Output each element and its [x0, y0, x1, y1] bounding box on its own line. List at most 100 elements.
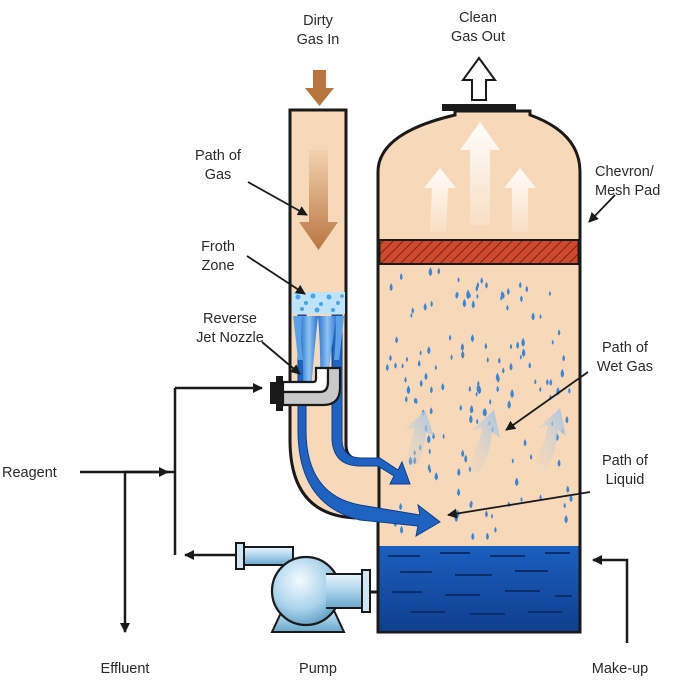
- droplet: [563, 502, 566, 509]
- droplet: [539, 494, 542, 500]
- droplet: [441, 382, 445, 391]
- droplet: [471, 300, 475, 309]
- droplet: [448, 334, 452, 341]
- path-of-liquid-label: Path of: [602, 453, 649, 469]
- droplet: [510, 389, 514, 399]
- droplet: [394, 362, 397, 369]
- droplet: [514, 477, 519, 487]
- droplet: [427, 346, 431, 355]
- path-of-wet-gas-label: Path of: [602, 340, 649, 356]
- droplet: [429, 386, 433, 394]
- droplet: [469, 414, 473, 424]
- down-arrow-icon: [305, 70, 334, 106]
- droplet: [424, 372, 428, 381]
- callout-leaders: [246, 181, 616, 519]
- droplet: [434, 364, 437, 371]
- path-of-wet-gas-label: Wet Gas: [597, 359, 653, 375]
- droplet: [399, 502, 403, 511]
- droplet: [560, 368, 565, 378]
- chevron-mesh-pad-label: Chevron/: [595, 164, 655, 180]
- droplet: [471, 532, 475, 541]
- froth-zone: [292, 292, 345, 314]
- droplet: [494, 526, 497, 533]
- up-arrow-icon: [461, 56, 497, 101]
- droplet: [462, 298, 467, 308]
- diagram-labels: Dirty Gas In Clean Gas Out Path of Gas F…: [2, 10, 660, 677]
- chevron-mesh-pad: [378, 239, 580, 265]
- droplet: [399, 525, 404, 534]
- droplet: [459, 404, 463, 411]
- droplet: [419, 350, 422, 356]
- droplet: [483, 407, 487, 417]
- droplet: [470, 334, 475, 343]
- droplet: [518, 281, 522, 289]
- droplet: [521, 337, 525, 347]
- droplet: [429, 407, 433, 415]
- droplet: [423, 302, 427, 311]
- pump-label: Pump: [299, 661, 337, 677]
- droplet: [548, 290, 551, 297]
- droplet: [456, 488, 461, 497]
- droplet: [557, 459, 561, 467]
- droplet: [476, 418, 479, 425]
- droplet: [562, 354, 566, 362]
- droplet: [534, 379, 537, 385]
- clean-gas-out-label: Clean: [459, 10, 497, 26]
- droplet: [520, 496, 523, 502]
- droplet: [419, 379, 423, 387]
- droplet: [506, 304, 509, 311]
- droplet: [469, 404, 474, 414]
- droplet: [511, 458, 514, 464]
- droplet: [539, 386, 542, 392]
- clean-gas-out-label: Gas Out: [451, 29, 505, 45]
- droplet: [475, 391, 478, 397]
- droplet: [457, 467, 461, 477]
- droplet: [434, 472, 438, 481]
- droplet: [475, 285, 479, 292]
- reverse-jet-nozzle-label: Jet Nozzle: [196, 330, 264, 346]
- droplet: [496, 385, 499, 393]
- reverse-jet-nozzle: [270, 366, 342, 411]
- droplet: [520, 295, 523, 303]
- droplet: [417, 359, 421, 367]
- dirty-gas-in-label: Gas In: [297, 32, 340, 48]
- droplet: [519, 354, 522, 360]
- droplet: [523, 438, 527, 447]
- droplet: [485, 510, 488, 518]
- droplet: [484, 342, 488, 350]
- droplet: [569, 494, 573, 503]
- path-of-gas-label: Gas: [205, 167, 232, 183]
- droplet: [406, 385, 411, 395]
- droplet: [404, 376, 407, 383]
- droplet: [466, 289, 470, 299]
- droplet: [509, 343, 513, 350]
- droplet: [568, 387, 571, 394]
- droplet: [476, 293, 479, 299]
- chevron-mesh-pad-label: Mesh Pad: [595, 183, 660, 199]
- droplet: [525, 285, 529, 293]
- droplet: [565, 415, 569, 424]
- droplet: [470, 500, 473, 506]
- droplet: [427, 463, 431, 471]
- droplet: [476, 386, 480, 394]
- wet-gas-flow-arrows: [398, 408, 566, 482]
- droplet: [413, 397, 417, 404]
- droplet: [491, 513, 494, 519]
- droplet: [485, 532, 489, 541]
- droplet: [427, 434, 431, 444]
- reagent-label: Reagent: [2, 465, 57, 481]
- liquid-droplets: [385, 267, 573, 541]
- froth-zone-label: Froth: [201, 239, 235, 255]
- droplet: [509, 362, 513, 371]
- droplet: [464, 454, 468, 463]
- droplet: [528, 362, 532, 369]
- clean-gas-flow-arrows: [424, 122, 536, 232]
- droplet: [404, 395, 408, 403]
- path-of-gas-label: Path of: [195, 148, 242, 164]
- droplet: [551, 339, 554, 345]
- droplet: [410, 312, 413, 318]
- droplet: [389, 283, 393, 292]
- reverse-jet-nozzle-label: Reverse: [203, 311, 257, 327]
- droplet: [399, 273, 403, 281]
